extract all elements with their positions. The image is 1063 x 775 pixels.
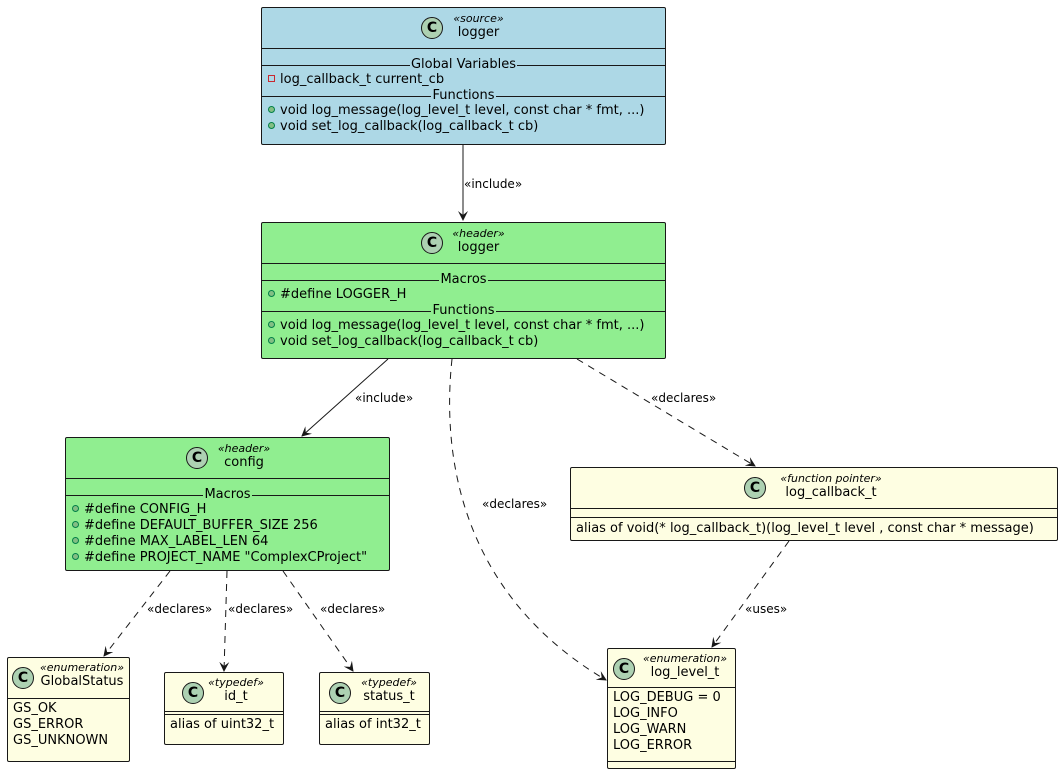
public-visibility-icon (72, 521, 79, 528)
class-c-icon: C (329, 682, 351, 704)
edge-label-declares: «declares» (320, 602, 386, 616)
class-config-header[interactable]: C «header» config Macros #define CONFIG_… (65, 437, 390, 571)
edge-label-declares: «declares» (651, 391, 717, 405)
alias-text: alias of uint32_t (170, 717, 275, 732)
enum-value: LOG_DEBUG = 0 (613, 690, 721, 705)
class-id-t[interactable]: C «typedef» id_t alias of uint32_t (164, 672, 284, 745)
class-name: id_t (224, 689, 248, 704)
section-title: Macros (203, 487, 252, 502)
member-variable: log_callback_t current_cb (262, 72, 665, 88)
edge-label-declares: «declares» (482, 497, 548, 511)
class-name: log_callback_t (785, 485, 877, 500)
class-log-callback-t[interactable]: C «function pointer» log_callback_t alia… (570, 467, 1058, 541)
stereotype-label: «enumeration» (642, 652, 728, 665)
member-function: void set_log_callback(log_callback_t cb) (262, 334, 665, 350)
enum-value: GS_OK (13, 701, 57, 716)
class-c-icon: C (186, 447, 208, 469)
public-visibility-icon (72, 537, 79, 544)
edge-header-include-config (301, 358, 389, 437)
class-c-icon: C (182, 682, 204, 704)
class-name: config (224, 455, 264, 470)
edge-label-include: «include» (464, 177, 523, 191)
member-function: void set_log_callback(log_callback_t cb) (262, 119, 665, 135)
member-macro: #define LOGGER_H (262, 287, 665, 303)
public-visibility-icon (268, 321, 275, 328)
class-log-level-t[interactable]: C «enumeration» log_level_t LOG_DEBUG = … (607, 648, 736, 769)
edge-header-declares-loglevel (449, 358, 607, 681)
member-macro: #define DEFAULT_BUFFER_SIZE 256 (66, 518, 389, 534)
stereotype-label: «header» (452, 227, 505, 240)
edge-config-declares-statust (282, 570, 354, 672)
class-logger-source[interactable]: C «source» logger Global Variables log_c… (261, 7, 666, 145)
edge-callback-uses-loglevel (711, 540, 790, 648)
enum-value: GS_ERROR (13, 717, 84, 732)
edge-label-declares: «declares» (147, 602, 213, 616)
stereotype-label: «header» (217, 442, 271, 455)
member-macro: #define CONFIG_H (66, 502, 389, 518)
edge-label-include: «include» (355, 391, 414, 405)
stereotype-label: «typedef» (208, 676, 264, 689)
public-visibility-icon (72, 553, 79, 560)
class-name: log_level_t (650, 665, 720, 680)
stereotype-label: «function pointer» (780, 472, 882, 485)
public-visibility-icon (268, 122, 275, 129)
public-visibility-icon (268, 106, 275, 113)
stereotype-label: «enumeration» (39, 661, 125, 674)
section-title: Functions (431, 88, 496, 103)
public-visibility-icon (268, 337, 275, 344)
enum-value: LOG_INFO (613, 706, 678, 721)
enum-value: GS_UNKNOWN (13, 733, 109, 748)
private-visibility-icon (268, 75, 275, 82)
member-function: void log_message(log_level_t level, cons… (262, 103, 665, 119)
class-global-status[interactable]: C «enumeration» GlobalStatus GS_OK GS_ER… (7, 657, 130, 762)
public-visibility-icon (268, 290, 275, 297)
class-name: GlobalStatus (40, 674, 124, 689)
public-visibility-icon (72, 505, 79, 512)
class-c-icon: C (421, 232, 443, 254)
edge-header-declares-callback (576, 358, 756, 467)
class-c-icon: C (613, 658, 635, 680)
edge-config-declares-idt (219, 570, 230, 672)
class-logger-header[interactable]: C «header» logger Macros #define LOGGER_… (261, 222, 666, 359)
class-status-t[interactable]: C «typedef» status_t alias of int32_t (319, 672, 430, 745)
section-title: Functions (431, 303, 496, 318)
class-c-icon: C (12, 667, 34, 689)
enum-value: LOG_ERROR (613, 738, 693, 753)
section-title: Global Variables (409, 57, 517, 72)
stereotype-label: «typedef» (361, 676, 417, 689)
member-macro: #define PROJECT_NAME "ComplexCProject" (66, 550, 389, 566)
section-title: Macros (439, 272, 488, 287)
class-name: status_t (363, 689, 415, 704)
edge-config-declares-globalstatus (103, 570, 171, 657)
edge-label-uses: «uses» (745, 602, 788, 616)
class-c-icon: C (744, 477, 766, 499)
enum-value: LOG_WARN (613, 722, 687, 737)
class-name: logger (457, 25, 500, 40)
member-macro: #define MAX_LABEL_LEN 64 (66, 534, 389, 550)
alias-text: alias of void(* log_callback_t)(log_leve… (576, 521, 1034, 536)
class-c-icon: C (421, 17, 443, 39)
stereotype-label: «source» (453, 12, 504, 25)
class-name: logger (457, 240, 500, 255)
edge-label-declares: «declares» (228, 602, 294, 616)
member-function: void log_message(log_level_t level, cons… (262, 318, 665, 334)
alias-text: alias of int32_t (325, 717, 421, 732)
